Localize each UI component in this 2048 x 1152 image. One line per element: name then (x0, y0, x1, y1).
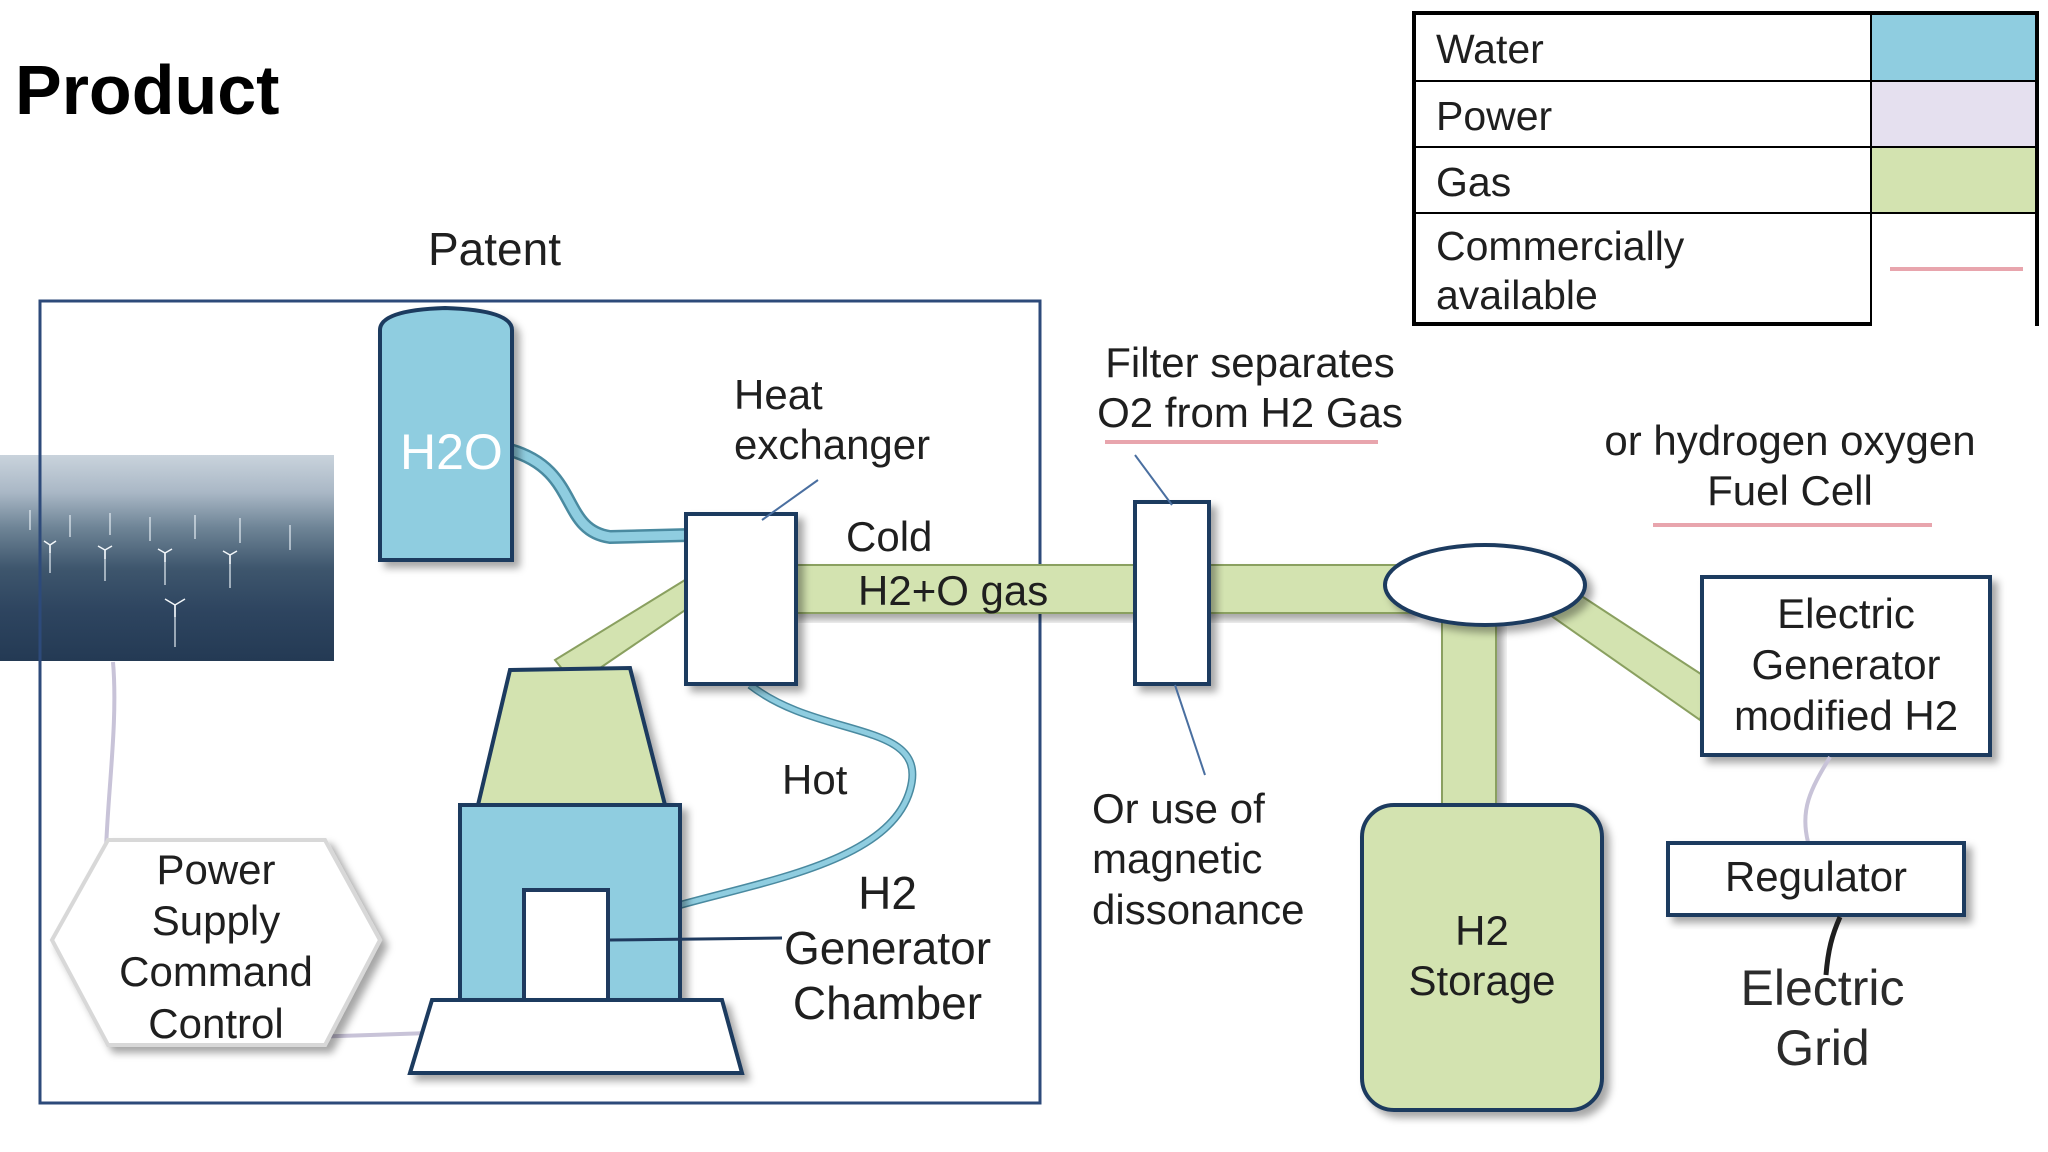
h2o-label: H2O (400, 424, 503, 480)
generator-chamber-label: H2 Generator Chamber (770, 866, 1005, 1032)
electric-grid-label: Electric Grid (1720, 958, 1925, 1078)
hot-label: Hot (782, 756, 848, 803)
gas-pipe-storage (1441, 614, 1497, 806)
legend-row-power: Power (1416, 82, 2035, 148)
heat-exchanger-label-line1: Heat (734, 371, 823, 418)
power-line-wind (104, 661, 117, 851)
fuel-cell-label: or hydrogen oxygen Fuel Cell (1595, 416, 1985, 517)
magnetic-label-line3: dissonance (1092, 885, 1305, 933)
generator-chamber-label-line2: Generator (783, 922, 992, 975)
heat-exchanger-label-line2: exchanger (734, 421, 931, 469)
patent-label: Patent (428, 223, 561, 275)
patent-boundary-box (38, 299, 1042, 1105)
legend-label-water: Water (1436, 26, 1544, 72)
filter-unit (1133, 500, 1211, 686)
gas-pipe-generator (1548, 593, 1712, 722)
legend-label-commercial-line1: Commercially (1436, 223, 1685, 269)
water-pipe-in (508, 445, 691, 542)
legend-row-water: Water (1416, 15, 2035, 82)
power-line-generator (1803, 755, 1832, 843)
regulator-label: Regulator (1724, 853, 1908, 900)
legend-table: Water Power Gas Commercially available (1412, 11, 2039, 326)
slide-title: Product (15, 51, 280, 129)
electric-generator-label: Electric Generator modified H2 (1706, 588, 1986, 742)
electric-grid-label-line2: Grid (1775, 1020, 1870, 1076)
heat-exchanger-arrow (761, 479, 819, 521)
chamber-top (475, 665, 668, 807)
chamber-base (407, 998, 745, 1075)
filter-label: Filter separates O2 from H2 Gas (1090, 338, 1410, 439)
chamber-label-pointer (609, 936, 783, 942)
regulator-box (1666, 841, 1966, 917)
grid-connector (1823, 915, 1843, 976)
h2-storage-tank (1360, 803, 1604, 1112)
legend-commercial-line (1890, 267, 2023, 271)
power-supply-label-line2: Supply (151, 897, 281, 945)
magnetic-label: Or use of magnetic dissonance (1092, 784, 1304, 935)
power-supply-label-line3: Command (119, 948, 313, 996)
gas-pipe-label: H2+O gas (858, 567, 1049, 614)
electric-generator-label-line2: Generator (1751, 641, 1941, 689)
legend-label-commercial-line2: available (1436, 272, 1598, 319)
magnetic-label-line2: magnetic (1092, 835, 1263, 883)
filter-arrow-bottom (1174, 684, 1206, 776)
heat-exchanger-label: Heat exchanger (734, 370, 930, 471)
h2-storage-label-line2: Storage (1408, 957, 1556, 1005)
legend-row-gas: Gas (1416, 148, 2035, 214)
legend-label-power: Power (1436, 93, 1553, 139)
generator-chamber-label-line1: H2 (858, 867, 917, 919)
legend-swatch-commercial (1870, 214, 2035, 326)
legend-label-commercial: Commercially available (1436, 222, 1684, 320)
legend-swatch-power (1870, 82, 2035, 146)
legend-swatch-water (1870, 15, 2035, 80)
heat-exchanger (684, 512, 798, 686)
power-supply-label: Power Supply Command Control (80, 844, 352, 1049)
gas-junction (1383, 543, 1587, 627)
power-supply-hexagon (49, 838, 383, 1047)
generator-chamber-label-line3: Chamber (792, 977, 983, 1030)
hot-pipe (679, 683, 915, 908)
cold-label: Cold (846, 513, 933, 560)
fuel-cell-label-line2: Fuel Cell (1707, 467, 1873, 515)
fuel-cell-label-line1: or hydrogen oxygen (1604, 417, 1976, 464)
electric-generator-box (1700, 575, 1992, 757)
magnetic-label-line1: Or use of (1092, 785, 1265, 832)
power-supply-label-line4: Control (148, 999, 284, 1047)
legend-row-commercial: Commercially available (1416, 214, 2035, 326)
filter-label-line1: Filter separates (1105, 339, 1395, 386)
legend-label-gas: Gas (1436, 159, 1512, 205)
electric-generator-label-line1: Electric (1777, 590, 1915, 637)
offshore-wind-farm-image (0, 455, 334, 661)
h2o-tank (378, 305, 514, 562)
filter-label-line2: O2 from H2 Gas (1097, 389, 1403, 437)
chamber-door (522, 888, 610, 1002)
legend-swatch-gas (1870, 148, 2035, 212)
gas-pipe-main (789, 564, 1411, 614)
power-supply-label-line1: Power (156, 846, 276, 893)
electric-generator-label-line3: modified H2 (1733, 692, 1959, 740)
h2-storage-label-line1: H2 (1455, 907, 1509, 954)
h2-storage-label: H2 Storage (1382, 906, 1582, 1007)
electric-grid-label-line1: Electric (1740, 960, 1905, 1016)
filter-arrow-top (1134, 454, 1173, 506)
